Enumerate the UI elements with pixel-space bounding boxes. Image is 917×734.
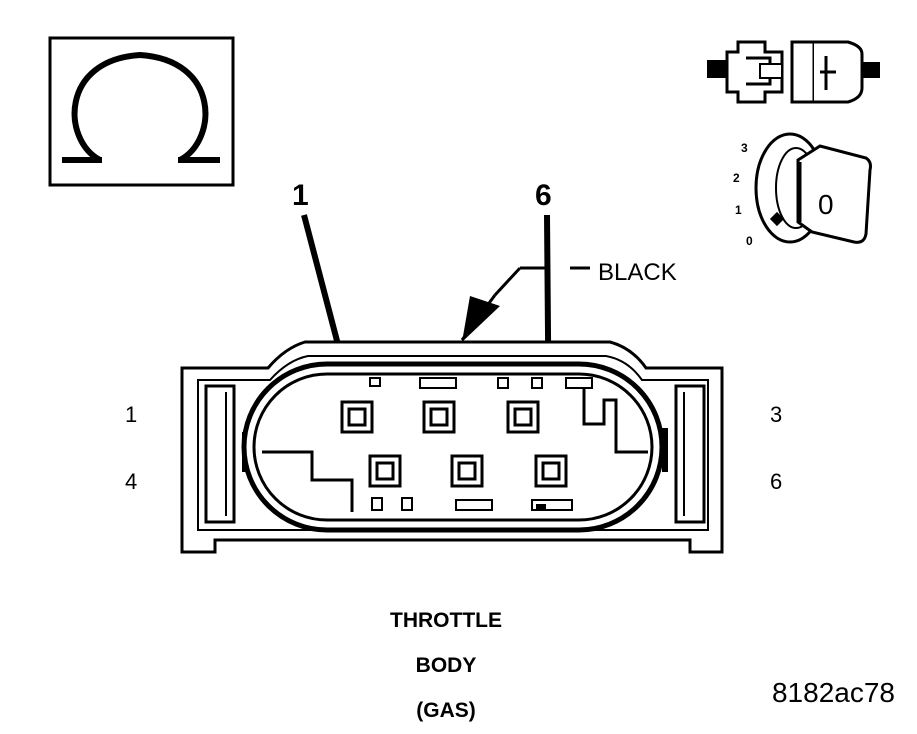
probe-label-cavity-6: 6 xyxy=(535,179,552,212)
connector-color-callout: BLACK xyxy=(460,259,677,342)
figure-code: 8182ac78 xyxy=(772,677,895,708)
ignition-position-1: 1 xyxy=(735,203,742,217)
terminal-cavities xyxy=(340,400,568,488)
cavity-5 xyxy=(450,454,484,488)
caption-line-1: THROTTLE xyxy=(390,609,502,632)
cavity-6 xyxy=(534,454,568,488)
ignition-position-0: 0 xyxy=(746,234,753,248)
row-label-top-left: 1 xyxy=(125,402,137,427)
cavity-3 xyxy=(506,400,540,434)
row-label-bottom-left: 4 xyxy=(125,469,137,494)
ignition-position-2: 2 xyxy=(733,171,740,185)
caption-line-3: (GAS) xyxy=(416,699,476,722)
row-label-top-right: 3 xyxy=(770,402,782,427)
connector-disconnect-icon xyxy=(707,40,880,104)
ignition-position-3: 3 xyxy=(741,141,748,155)
cavity-1 xyxy=(340,400,374,434)
row-label-bottom-right: 6 xyxy=(770,469,782,494)
ignition-key-state: 0 xyxy=(818,189,834,220)
cavity-2 xyxy=(422,400,456,434)
cavity-4 xyxy=(368,454,402,488)
probe-label-cavity-1: 1 xyxy=(292,179,309,212)
connector-color-label: BLACK xyxy=(598,259,677,286)
connector-body xyxy=(180,340,724,554)
ohm-icon xyxy=(48,36,235,187)
caption-line-2: BODY xyxy=(416,654,477,677)
ignition-key-off-icon: 3 2 1 0 0 xyxy=(733,132,872,248)
